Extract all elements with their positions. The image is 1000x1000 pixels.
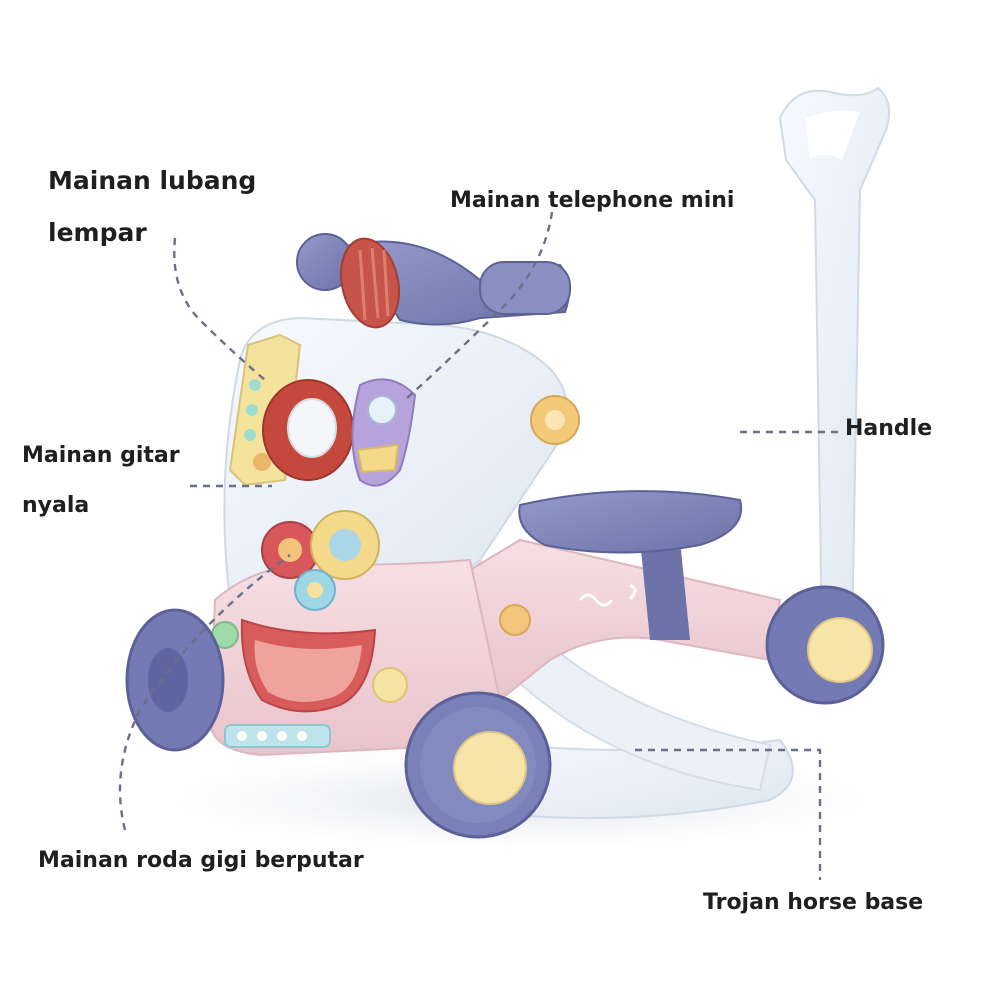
leader-lubang xyxy=(173,237,266,381)
gear-toys xyxy=(261,510,380,611)
label-gitar-line1: Mainan gitar xyxy=(22,443,180,468)
seat xyxy=(518,490,743,640)
side-arm xyxy=(468,538,782,702)
front-left-wheel xyxy=(125,608,225,752)
label-telephone: Mainan telephone mini xyxy=(450,188,735,213)
throw-ring xyxy=(262,379,354,481)
label-trojan: Trojan horse base xyxy=(703,890,924,915)
push-handle xyxy=(778,86,891,641)
leader-telephone xyxy=(404,211,554,401)
front-right-wheel xyxy=(404,691,552,839)
label-gitar-line2: nyala xyxy=(22,493,90,518)
telephone-toy xyxy=(351,378,417,487)
label-lubang-line1: Mainan lubang xyxy=(48,166,257,195)
label-roda: Mainan roda gigi berputar xyxy=(38,848,364,873)
leader-trojan xyxy=(635,748,822,880)
leader-roda xyxy=(118,554,291,831)
label-handle: Handle xyxy=(845,416,933,441)
rear-wheel xyxy=(765,585,885,705)
handlebar xyxy=(296,233,571,329)
label-lubang-line2: lempar xyxy=(48,218,147,247)
side-knob xyxy=(530,395,580,445)
